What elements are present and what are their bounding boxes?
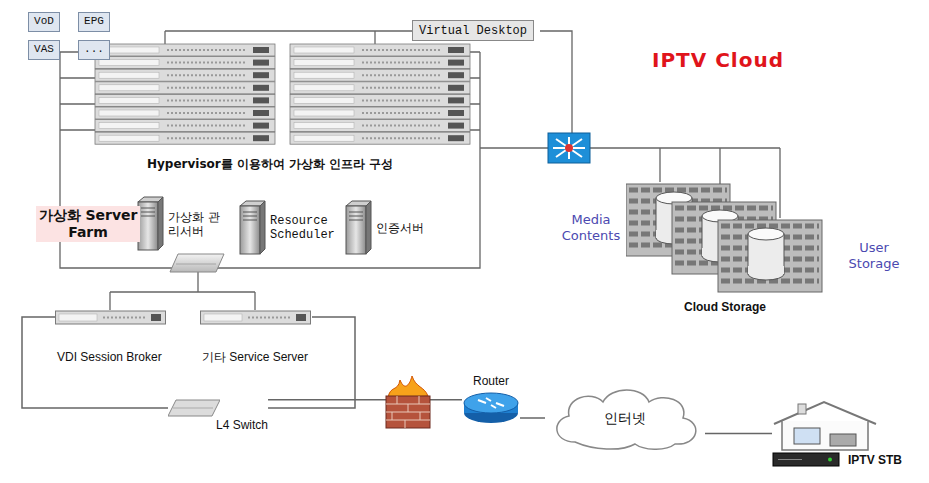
node-label: 가상화 관리서버: [168, 210, 228, 239]
server-icon: 가상화 관리서버: [134, 196, 228, 252]
caption-label: Hypervisor를 이용하여 가상화 인프라 구성: [147, 157, 393, 171]
firewall: [386, 376, 430, 428]
node-label: EPG: [84, 15, 104, 28]
service-box: VoD: [28, 12, 60, 32]
internet-cloud: 인터넷: [545, 384, 705, 452]
storage-label: Media Contents: [556, 212, 626, 243]
router-icon: [462, 391, 520, 425]
network-link: [520, 417, 545, 419]
node-label: Cloud Storage: [684, 300, 766, 314]
network-link: [22, 317, 168, 408]
network-link: [268, 399, 462, 401]
service-box: EPG: [78, 12, 110, 32]
l4-switch: L4 Switch: [168, 398, 268, 432]
node-label: L4 Switch: [216, 418, 268, 432]
wiring: [60, 31, 780, 310]
stb-row: IPTV STB: [772, 452, 902, 467]
node-label: Virtual Desktop: [419, 24, 527, 38]
set-top-box-icon: [772, 452, 840, 467]
node-label: Router: [473, 374, 509, 388]
server-tower-icon: [236, 200, 266, 256]
house-icon: [772, 400, 878, 452]
server-icon: 인증서버: [342, 200, 424, 256]
node-label: IPTV STB: [848, 453, 902, 467]
node-label: ...: [84, 43, 104, 56]
virtual-desktop-box: Virtual Desktop: [412, 20, 534, 41]
node-label: 기타 Service Server: [202, 350, 308, 364]
storage-array-icon: [626, 180, 824, 296]
switch-icon: [168, 398, 220, 418]
server-icon: Resource Scheduler: [236, 200, 344, 256]
router: Router: [462, 374, 520, 425]
farm-switch: [170, 254, 224, 272]
service-box: ...: [78, 40, 110, 60]
network-link: [705, 433, 772, 435]
iptv-stb: IPTV STB: [772, 400, 902, 467]
rack-server-icon: [55, 310, 167, 350]
rack-servers: [95, 44, 470, 144]
cloud-storage: Cloud Storage: [626, 180, 824, 314]
server-tower-icon: [342, 200, 372, 256]
rack-server-icon: [200, 310, 312, 350]
node-label: VoD: [34, 15, 54, 28]
storage-label: User Storage: [838, 240, 910, 271]
node-label: 인증서버: [376, 221, 424, 235]
node-label: 인터넷: [604, 410, 646, 427]
rack-server: 기타 Service Server: [200, 310, 312, 364]
core-switch: [548, 133, 590, 163]
node-label: VDI Session Broker: [57, 350, 162, 364]
node-label: VAS: [34, 43, 54, 56]
service-box: VAS: [28, 40, 60, 60]
node-label: IPTV Cloud: [652, 48, 784, 72]
rack-server: VDI Session Broker: [55, 310, 167, 364]
group-label: 가상화 Server Farm: [36, 206, 140, 242]
node-label: Resource Scheduler: [270, 214, 344, 243]
